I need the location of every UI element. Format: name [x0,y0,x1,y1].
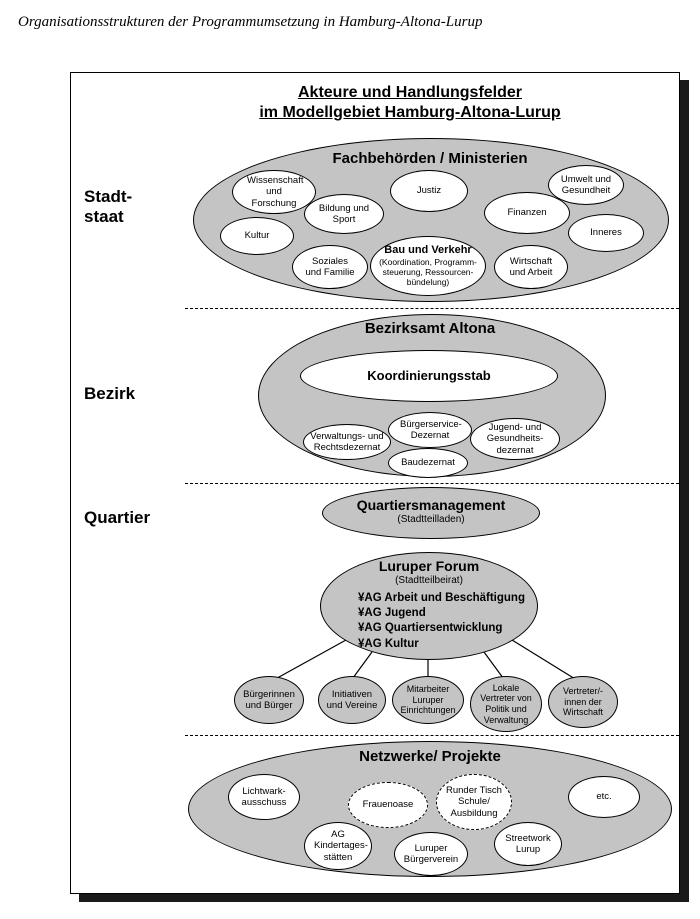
node-buergerservice-label: Bürgerservice-Dezernat [400,418,462,441]
node-wirtschaft: Wirtschaft und Arbeit [494,245,568,289]
node-wissenschaft-label: Wissenschaft und Forschung [247,175,304,209]
node-frauenoase: Frauenoase [348,782,428,828]
node-baudezernat-label: Baudezernat [401,457,455,469]
node-bildung: Bildung und Sport [304,194,384,234]
node-wirtschaft-label: Wirtschaft und Arbeit [509,255,553,278]
forum-ag-item: ¥AG Quartiersentwicklung [358,622,503,635]
quartiersmanagement-title: Quartiersmanagement [356,497,506,513]
member-politik-label: Lokale Vertreter von Politik und Verwalt… [480,682,532,725]
connector-buerger [269,639,347,683]
node-bau-detail: (Koordination, Programm-steuerung, Resso… [379,257,477,288]
node-lichtwark-label: Lichtwark-ausschuss [241,785,287,808]
page-header: Organisationsstrukturen der Programmumse… [18,14,483,30]
level-stadtstaat-line2: staat [84,206,124,226]
divider-bezirk-quartier [185,483,679,484]
member-wirtschaft-label: Vertreter/-innen der Wirtschaft [562,686,603,718]
node-lichtwark: Lichtwark-ausschuss [228,774,300,820]
level-stadtstaat-line1: Stadt- [84,187,133,206]
member-buerger: Bürgerinnen und Bürger [234,676,304,724]
node-koordinierungsstab-label: Koordinierungsstab [367,368,491,384]
node-etc: etc. [568,776,640,818]
node-verwaltung-label: Verwaltungs- und Rechtsdezernat [310,430,384,453]
forum-heading: Luruper Forum (Stadtteilbeirat) [320,558,538,586]
node-justiz: Justiz [390,170,468,212]
level-stadtstaat: Stadt- staat [84,187,132,226]
level-quartier: Quartier [84,508,151,527]
diagram-title-line2: im Modellgebiet Hamburg-Altona-Lurup [259,103,561,121]
node-ag-kita: AG Kindertages-stätten [304,822,372,870]
node-kultur: Kultur [220,217,294,255]
node-koordinierungsstab: Koordinierungsstab [300,350,558,402]
node-ag-kita-label: AG Kindertages-stätten [314,829,368,863]
member-initiativen: Initiativen und Vereine [318,676,386,724]
node-verwaltung: Verwaltungs- und Rechtsdezernat [303,424,391,460]
node-jugend: Jugend- und Gesundheits-dezernat [470,418,560,460]
node-buergerverein: Luruper Bürgerverein [394,832,468,876]
netzwerke-title: Netzwerke/ Projekte [359,748,501,765]
bezirksamt-title: Bezirksamt Altona [364,320,496,337]
node-etc-label: etc. [596,791,612,803]
node-runder-tisch: Runder Tisch Schule/ Ausbildung [436,774,512,830]
forum-ag-item: ¥AG Arbeit und Beschäftigung [358,592,525,604]
forum-ag-list: ¥AG Arbeit und Beschäftigung ¥AG Jugend … [358,591,578,652]
forum-ag-item: ¥AG Jugend [358,607,426,620]
node-umwelt-label: Umwelt und Gesundheit [560,173,612,196]
diagram-title-line1: Akteure und Handlungsfelder [297,84,523,101]
node-soziales: Soziales und Familie [292,245,368,289]
level-bezirk: Bezirk [84,384,136,403]
node-umwelt: Umwelt und Gesundheit [548,165,624,205]
quartiersmanagement-label: Quartiersmanagement (Stadtteilladen) [322,497,540,525]
node-wissenschaft: Wissenschaft und Forschung [232,170,316,214]
node-buergerservice: Bürgerservice-Dezernat [388,412,472,448]
node-streetwork: Streetwork Lurup [494,822,562,866]
quartiersmanagement-ellipse [322,487,540,539]
divider-quartier-netzwerke [185,735,679,736]
member-wirtschaft: Vertreter/-innen der Wirtschaft [548,676,618,728]
forum-ellipse [320,552,538,660]
node-bau-verkehr: Bau und Verkehr (Koordination, Programm-… [370,236,486,296]
node-runder-tisch-label: Runder Tisch Schule/ Ausbildung [446,785,502,819]
node-jugend-label: Jugend- und Gesundheits-dezernat [486,422,544,456]
node-streetwork-label: Streetwork Lurup [505,832,551,855]
member-buerger-label: Bürgerinnen und Bürger [243,688,295,711]
member-mitarbeiter-label: Mitarbeiter Luruper Einrichtungen [400,684,456,716]
diagram-title: Akteure und Handlungsfelder im Modellgeb… [250,83,570,122]
node-kultur-label: Kultur [244,230,270,242]
fachbehoerden-title: Fachbehörden / Ministerien [332,150,528,167]
node-inneres: Inneres [568,214,644,252]
member-politik: Lokale Vertreter von Politik und Verwalt… [470,676,542,732]
node-soziales-label: Soziales und Familie [305,255,355,278]
connector-wirtschaft [511,639,581,683]
forum-subtitle: (Stadtteilbeirat) [395,574,463,586]
node-frauenoase-label: Frauenoase [362,799,414,811]
forum-ag-item: ¥AG Kultur [358,637,419,650]
node-inneres-label: Inneres [590,227,622,239]
node-bau-title: Bau und Verkehr [384,244,472,257]
forum-title: Luruper Forum [378,558,480,574]
node-justiz-label: Justiz [416,185,442,197]
member-mitarbeiter: Mitarbeiter Luruper Einrichtungen [392,676,464,724]
node-finanzen-label: Finanzen [507,207,547,219]
member-initiativen-label: Initiativen und Vereine [326,688,378,711]
divider-stadtstaat-bezirk [185,308,679,309]
node-baudezernat: Baudezernat [388,448,468,478]
quartiersmanagement-subtitle: (Stadtteilladen) [397,513,465,525]
node-bildung-label: Bildung und Sport [318,202,370,225]
node-buergerverein-label: Luruper Bürgerverein [403,842,459,865]
node-finanzen: Finanzen [484,192,570,234]
